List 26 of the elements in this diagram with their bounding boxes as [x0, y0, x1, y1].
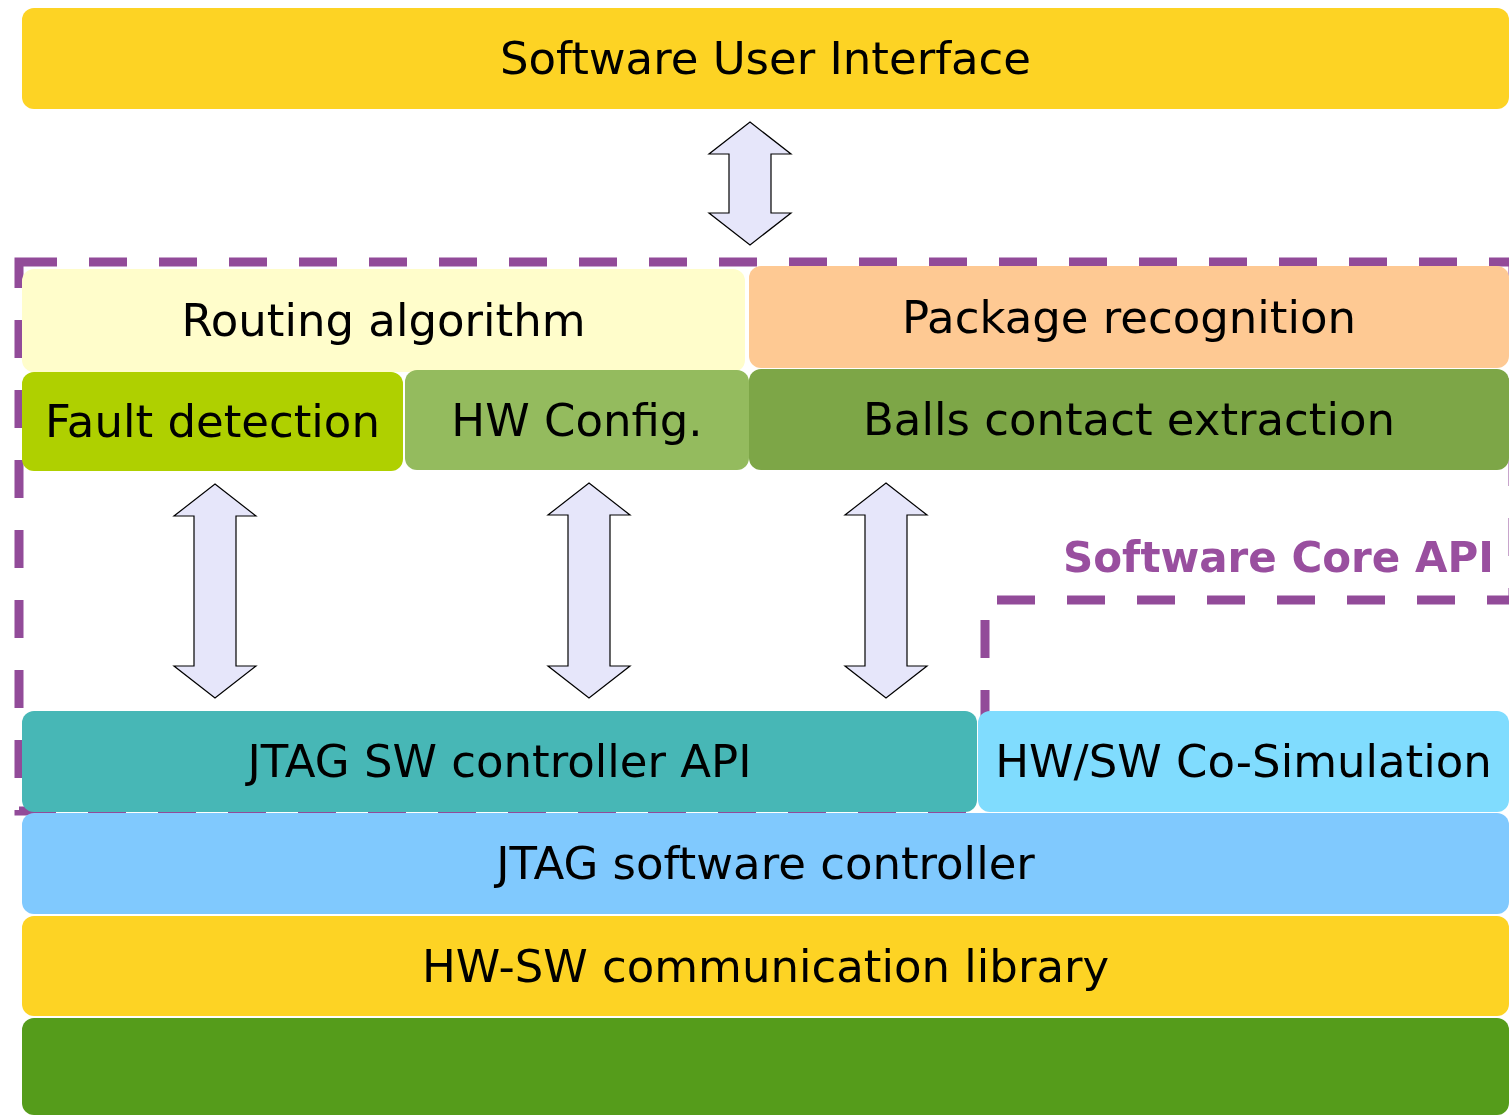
double-arrow	[707, 121, 793, 246]
module-label: Routing algorithm	[181, 298, 586, 343]
module-label: Software User Interface	[500, 36, 1031, 81]
module-label: Balls contact extraction	[862, 397, 1396, 442]
module-box	[22, 269, 745, 372]
module-box	[749, 369, 1509, 470]
module-box	[978, 711, 1509, 812]
module-label: HW-SW communication library	[421, 943, 1110, 989]
module-label: HW/SW Co-Simulation	[995, 739, 1492, 784]
module-box	[405, 370, 749, 470]
double-arrow	[843, 482, 929, 699]
layer-bar	[22, 916, 1509, 1016]
double-arrow	[546, 482, 632, 699]
module-box	[22, 372, 403, 471]
region-title: Software Core API	[1063, 532, 1494, 584]
module-label: JTAG SW controller API	[247, 739, 752, 784]
module-label: Fault detection	[45, 399, 380, 444]
module-box	[749, 266, 1509, 368]
double-arrow	[172, 483, 258, 699]
module-label: Package recognition	[901, 294, 1357, 340]
layer-bar	[22, 1018, 1509, 1115]
module-label: HW Config.	[451, 397, 703, 443]
module-box	[22, 711, 977, 812]
module-label: JTAG software controller	[496, 841, 1035, 886]
layer-bar	[22, 813, 1509, 914]
layer-bar	[22, 8, 1509, 109]
